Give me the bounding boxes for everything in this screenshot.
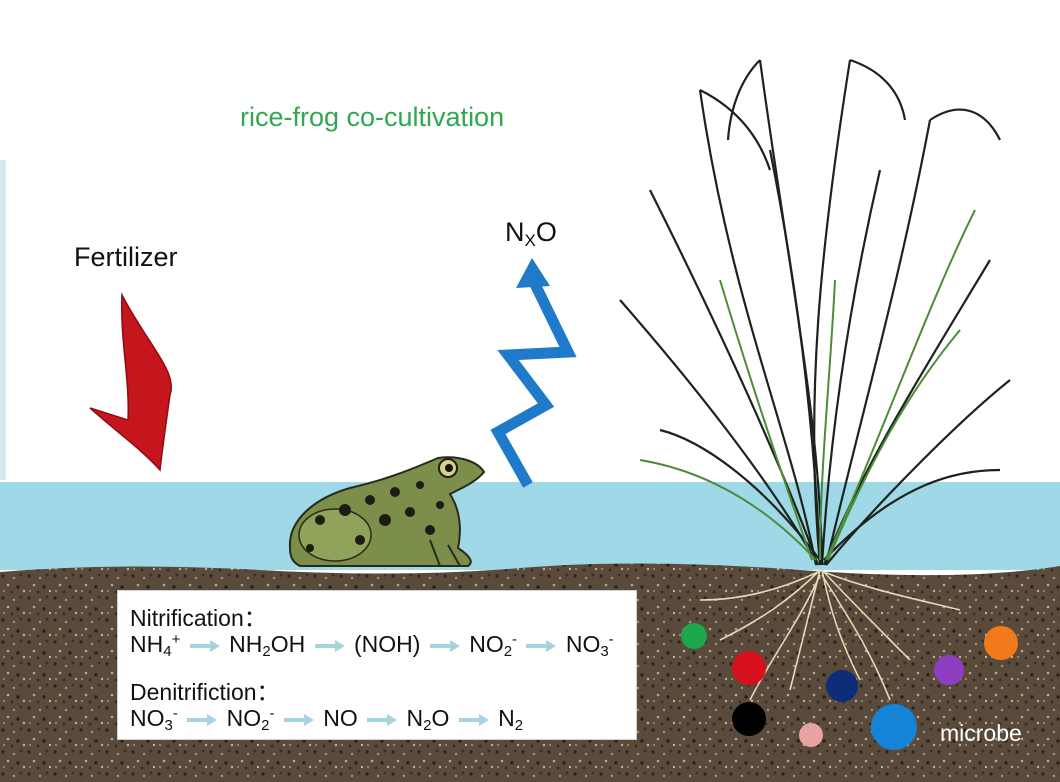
reaction-arrow-icon bbox=[458, 713, 489, 726]
dn-no3-sup: - bbox=[172, 705, 178, 722]
denitrification-pathway: NO3- NO2- NO N2O N2 bbox=[130, 705, 523, 734]
nh4-sub: 4 bbox=[163, 643, 172, 660]
microbe-dot bbox=[871, 704, 917, 750]
no2-sub: 2 bbox=[503, 643, 513, 660]
reaction-arrow-icon bbox=[189, 639, 220, 652]
dn-no3-species: NO3- bbox=[130, 705, 178, 734]
microbe-dot bbox=[732, 651, 766, 685]
denitrification-heading: Denitrifiction： bbox=[130, 679, 280, 705]
gas-tail: O bbox=[535, 217, 557, 247]
nitrification-pathway: NH4+ NH2OH (NOH) NO2- NO3- bbox=[130, 631, 614, 660]
page-title: rice-frog co-cultivation bbox=[240, 102, 505, 132]
no2-species: NO2- bbox=[469, 631, 518, 660]
dn-no2-sup: - bbox=[269, 705, 275, 722]
rice-plant-icon bbox=[619, 58, 1011, 701]
microbe-group bbox=[681, 623, 1018, 750]
microbe-dot bbox=[732, 702, 766, 736]
microbe-dot bbox=[984, 626, 1018, 660]
no3-sup: - bbox=[608, 631, 614, 648]
gas-arrow-head bbox=[516, 258, 550, 288]
dn-n2o-tail: O bbox=[431, 705, 450, 731]
dn-no2-base: NO bbox=[226, 705, 262, 731]
gas-base: N bbox=[505, 217, 525, 247]
dn-no2-species: NO2- bbox=[226, 705, 275, 734]
reaction-arrow-icon bbox=[187, 713, 218, 726]
dn-n2-species: N2 bbox=[498, 705, 524, 734]
nh2oh-species: NH2OH bbox=[229, 631, 306, 660]
edge-strip bbox=[0, 160, 6, 480]
reaction-box: Nitrification： NH4+ NH2OH (NOH) NO2- NO3… bbox=[117, 590, 637, 740]
dn-n2-base: N bbox=[498, 705, 515, 731]
reaction-arrow-icon bbox=[283, 713, 314, 726]
dn-no3-base: NO bbox=[130, 705, 165, 731]
microbe-dot bbox=[934, 655, 964, 685]
nh4-base: NH bbox=[130, 631, 164, 657]
no3-species: NO3- bbox=[565, 631, 614, 660]
reaction-arrow-icon bbox=[367, 713, 398, 726]
dn-n2o-species: N2O bbox=[406, 705, 450, 734]
dn-n2o-sub: 2 bbox=[423, 717, 432, 734]
reaction-arrow-icon bbox=[526, 639, 557, 652]
dn-no-species: NO bbox=[323, 705, 358, 731]
gas-label: NXO bbox=[505, 217, 557, 251]
microbe-dot bbox=[826, 670, 858, 702]
zigzag-arrow-up-icon bbox=[490, 275, 577, 488]
dn-n2o-base: N bbox=[406, 705, 424, 731]
water-layer bbox=[0, 482, 1060, 570]
no2-sup: - bbox=[512, 631, 518, 648]
no3-base: NO bbox=[565, 631, 601, 657]
frog-icon bbox=[288, 456, 486, 567]
fertilizer-label: Fertilizer bbox=[74, 242, 178, 272]
no3-sub: 3 bbox=[600, 643, 609, 660]
noh-species: (NOH) bbox=[353, 631, 421, 657]
nh2oh-base: NH bbox=[229, 631, 263, 657]
dn-no2-sub: 2 bbox=[261, 717, 270, 734]
nitrification-heading: Nitrification： bbox=[130, 605, 267, 631]
reaction-arrow-icon bbox=[314, 639, 345, 652]
reaction-arrow-icon bbox=[429, 639, 460, 652]
microbe-dot bbox=[799, 723, 823, 747]
microbe-dot bbox=[681, 623, 707, 649]
dn-n2-sub: 2 bbox=[514, 717, 524, 734]
microbe-label: microbe bbox=[940, 720, 1022, 746]
no2-base: NO bbox=[469, 631, 504, 657]
curved-arrow-down-icon bbox=[89, 292, 172, 472]
gas-subscript: X bbox=[524, 231, 536, 250]
dn-no3-sub: 3 bbox=[164, 717, 173, 734]
nh4-species: NH4+ bbox=[130, 631, 181, 660]
nh2oh-sub: 2 bbox=[262, 643, 271, 660]
nh2oh-tail: OH bbox=[270, 631, 306, 657]
nh4-sup: + bbox=[171, 631, 181, 648]
